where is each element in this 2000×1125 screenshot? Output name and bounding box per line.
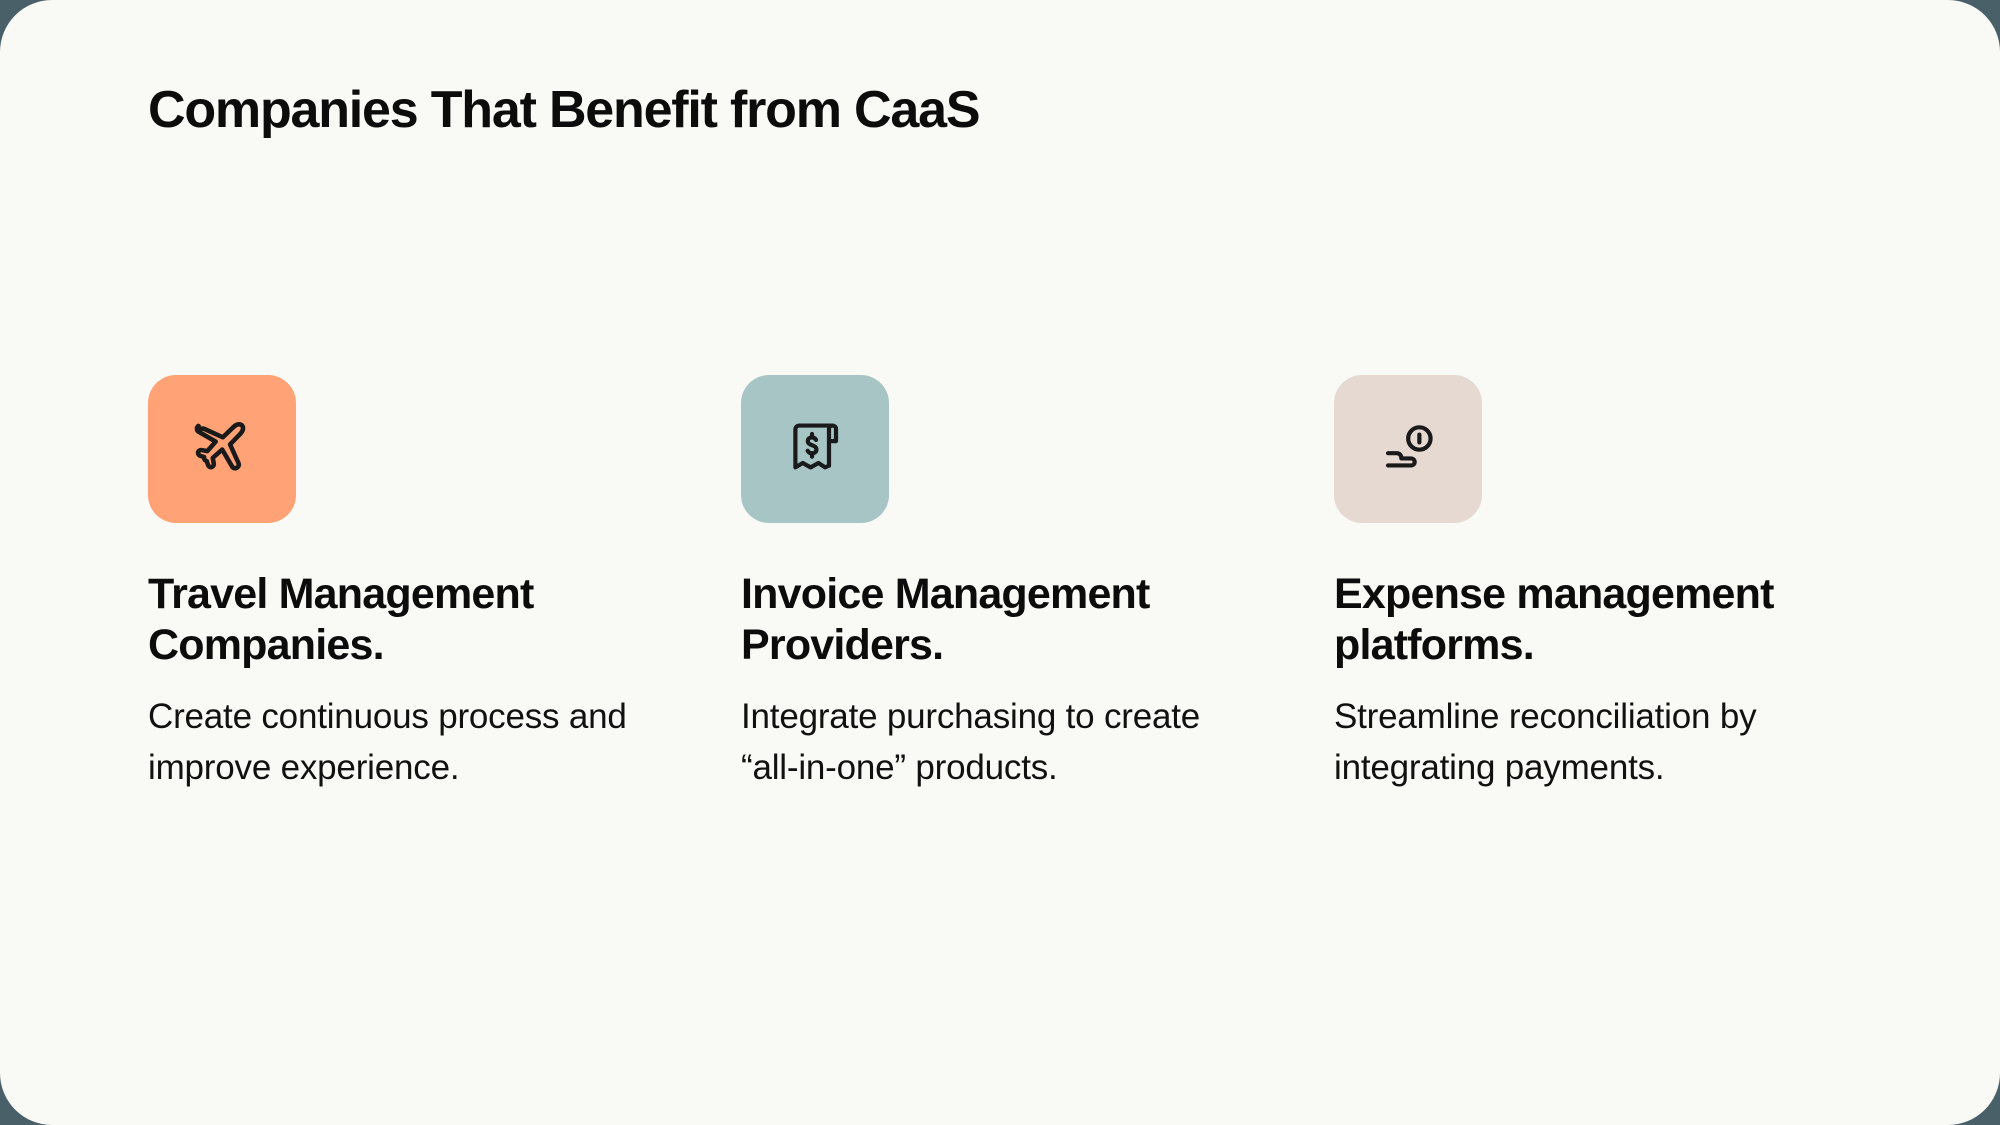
icon-tile-expense xyxy=(1334,375,1482,523)
card-description-line: Integrate purchasing to create xyxy=(741,697,1201,736)
card-description-line: integrating payments. xyxy=(1334,748,1665,787)
card-title: Expense management platforms. xyxy=(1334,569,1894,671)
card-description: Integrate purchasing to create “all-in-o… xyxy=(741,691,1321,793)
page-title: Companies That Benefit from CaaS xyxy=(148,81,981,139)
icon-tile-invoice xyxy=(741,375,889,523)
card-description-line: “all-in-one” products. xyxy=(741,748,1058,787)
card-title: Travel Management Companies. xyxy=(148,569,708,671)
card-title-line: Travel Management xyxy=(148,570,534,618)
card-travel-management: Travel Management Companies. Create cont… xyxy=(148,375,708,787)
card-expense-management: Expense management platforms. Streamline… xyxy=(1334,375,1894,787)
card-title-line: platforms. xyxy=(1334,621,1535,669)
card-title-line: Providers. xyxy=(741,621,944,669)
icon-tile-travel xyxy=(148,375,296,523)
card-description-line: Streamline reconciliation by xyxy=(1334,697,1757,736)
card-title-line: Invoice Management xyxy=(741,570,1150,618)
card-invoice-management: Invoice Management Providers. Integrate … xyxy=(741,375,1301,787)
card-title-line: Companies. xyxy=(148,621,385,669)
card-description-line: Create continuous process and xyxy=(148,697,627,736)
hand-coin-icon xyxy=(1385,425,1433,468)
card-description-line: improve experience. xyxy=(148,748,460,787)
card-title-line: Expense management xyxy=(1334,570,1774,618)
receipt-dollar-icon xyxy=(793,423,839,470)
card-description: Create continuous process and improve ex… xyxy=(148,691,728,793)
card-description: Streamline reconciliation by integrating… xyxy=(1334,691,1914,793)
card-title: Invoice Management Providers. xyxy=(741,569,1301,671)
airplane-icon xyxy=(194,422,246,471)
